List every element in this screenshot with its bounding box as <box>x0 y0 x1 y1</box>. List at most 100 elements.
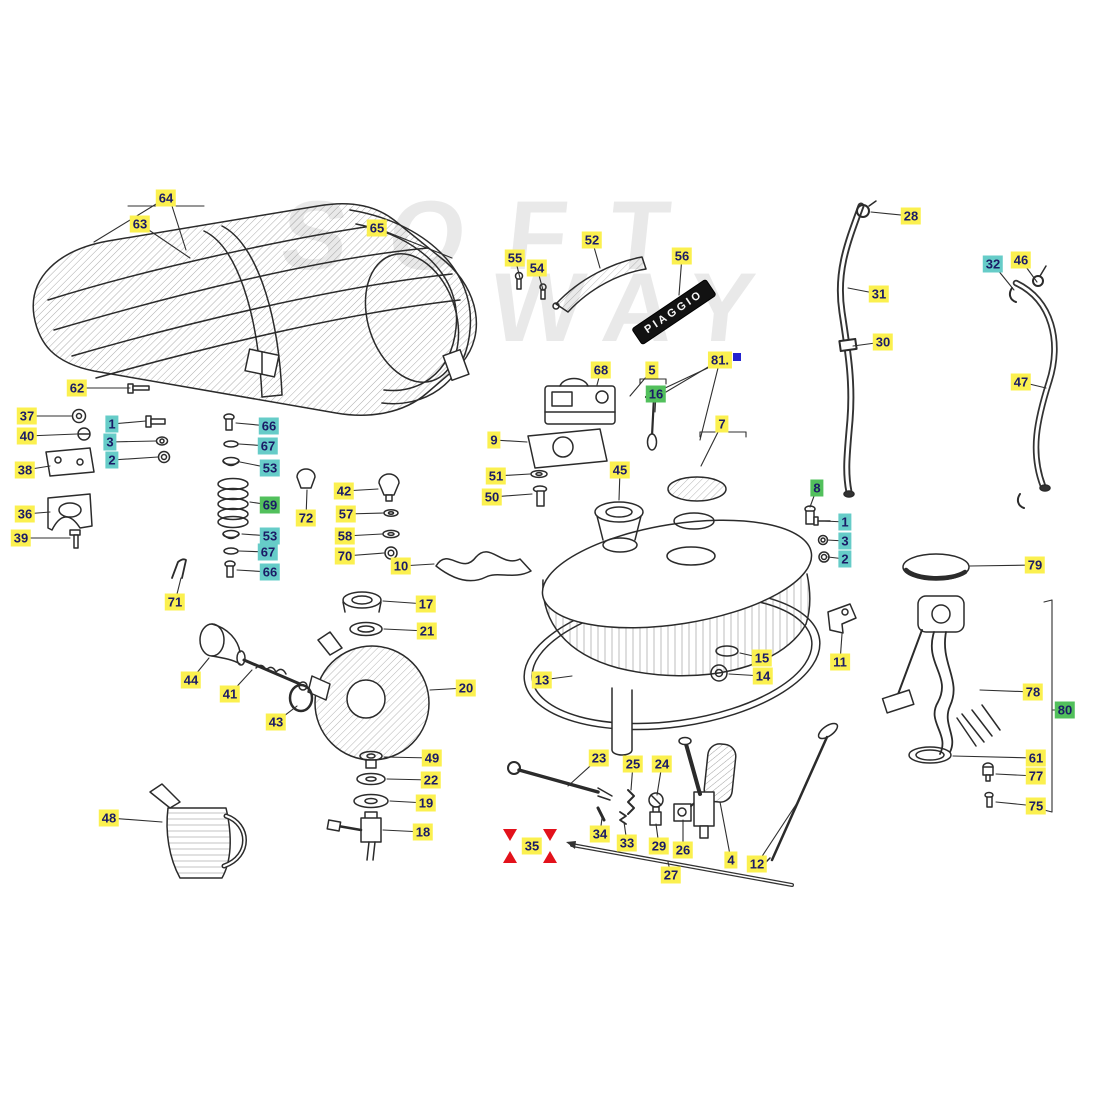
part-label-27: 27 <box>660 866 682 884</box>
cover-assembly <box>307 591 430 761</box>
part-label-38: 38 <box>14 461 36 479</box>
part-label-5: 5 <box>645 361 659 379</box>
part-label-19: 19 <box>415 794 437 812</box>
part-label-63: 63 <box>129 215 151 233</box>
tap-parts <box>507 722 839 887</box>
part-label-37: 37 <box>16 407 38 425</box>
part-label-41: 41 <box>219 685 241 703</box>
leader-line <box>952 755 1037 759</box>
part-label-67: 67 <box>257 543 279 561</box>
part-label-56: 56 <box>671 247 693 265</box>
blue-flag-square <box>733 353 741 361</box>
part-label-13: 13 <box>531 671 553 689</box>
part-label-35: 35 <box>521 837 543 855</box>
leader-line <box>111 456 159 461</box>
part-label-31: 31 <box>868 285 890 303</box>
part-label-61: 61 <box>1025 749 1047 767</box>
part-label-3: 3 <box>838 532 852 550</box>
part-label-67: 67 <box>257 437 279 455</box>
leader-line <box>969 564 1036 567</box>
handle-parts <box>199 623 314 713</box>
part-label-22: 22 <box>420 771 442 789</box>
part-label-62: 62 <box>66 379 88 397</box>
part-label-2: 2 <box>105 451 119 469</box>
part-label-42: 42 <box>333 482 355 500</box>
part-label-45: 45 <box>609 461 631 479</box>
part-label-7: 7 <box>715 415 729 433</box>
part-label-9: 9 <box>487 431 501 449</box>
tank-fasteners <box>804 505 857 634</box>
part-label-58: 58 <box>334 527 356 545</box>
saddle-illustration <box>32 202 478 416</box>
part-label-81: 81. <box>707 351 733 369</box>
part-label-20: 20 <box>455 679 477 697</box>
pump-assembly <box>527 377 666 507</box>
part-label-65: 65 <box>366 219 388 237</box>
part-label-1: 1 <box>838 513 852 531</box>
saddle-fasteners <box>45 383 171 549</box>
part-label-2: 2 <box>838 550 852 568</box>
part-label-64: 64 <box>155 189 177 207</box>
part-label-36: 36 <box>14 505 36 523</box>
part-label-80: 80 <box>1054 701 1076 719</box>
measuring-cup <box>149 783 247 879</box>
red-arrow-icon <box>543 851 557 863</box>
part-label-25: 25 <box>622 755 644 773</box>
part-label-23: 23 <box>588 749 610 767</box>
part-label-68: 68 <box>590 361 612 379</box>
part-label-72: 72 <box>295 509 317 527</box>
part-label-43: 43 <box>265 713 287 731</box>
part-label-71: 71 <box>164 593 186 611</box>
part-label-53: 53 <box>259 459 281 477</box>
part-label-15: 15 <box>751 649 773 667</box>
misc-small-parts <box>378 473 532 582</box>
part-label-77: 77 <box>1025 767 1047 785</box>
leader-line <box>109 440 157 443</box>
fuel-gauge-assembly <box>881 553 1001 808</box>
part-label-57: 57 <box>335 505 357 523</box>
part-label-3: 3 <box>103 433 117 451</box>
red-arrow-icon <box>543 829 557 841</box>
part-label-48: 48 <box>98 809 120 827</box>
part-label-17: 17 <box>415 595 437 613</box>
part-label-78: 78 <box>1022 683 1044 701</box>
part-label-75: 75 <box>1025 797 1047 815</box>
leader-line <box>719 801 732 861</box>
part-label-53: 53 <box>259 527 281 545</box>
part-label-79: 79 <box>1024 556 1046 574</box>
part-label-4: 4 <box>724 851 738 869</box>
part-label-52: 52 <box>581 231 603 249</box>
part-label-16: 16 <box>645 385 667 403</box>
part-label-51: 51 <box>485 467 507 485</box>
part-label-55: 55 <box>504 249 526 267</box>
part-label-1: 1 <box>105 415 119 433</box>
part-label-33: 33 <box>616 834 638 852</box>
part-label-66: 66 <box>258 417 280 435</box>
part-label-34: 34 <box>589 825 611 843</box>
part-label-28: 28 <box>900 207 922 225</box>
part-label-12: 12 <box>746 855 768 873</box>
part-label-66: 66 <box>259 563 281 581</box>
red-arrow-icon <box>503 851 517 863</box>
part-label-11: 11 <box>830 653 850 671</box>
part-label-14: 14 <box>752 667 774 685</box>
fuel-hoses <box>836 200 1058 509</box>
saddle-strap <box>203 225 283 398</box>
part-label-30: 30 <box>872 333 894 351</box>
part-label-24: 24 <box>651 755 673 773</box>
leader-line <box>756 799 800 865</box>
part-label-26: 26 <box>672 841 694 859</box>
part-label-47: 47 <box>1010 373 1032 391</box>
part-label-10: 10 <box>390 557 412 575</box>
part-label-29: 29 <box>648 837 670 855</box>
saddle-spring-column <box>171 413 316 579</box>
red-arrow-icon <box>503 829 517 841</box>
part-label-32: 32 <box>982 255 1004 273</box>
fuel-tank-illustration <box>523 476 821 756</box>
part-label-54: 54 <box>526 259 548 277</box>
washer-stack <box>326 750 389 861</box>
backrest-strip <box>514 256 647 313</box>
part-label-50: 50 <box>481 488 503 506</box>
